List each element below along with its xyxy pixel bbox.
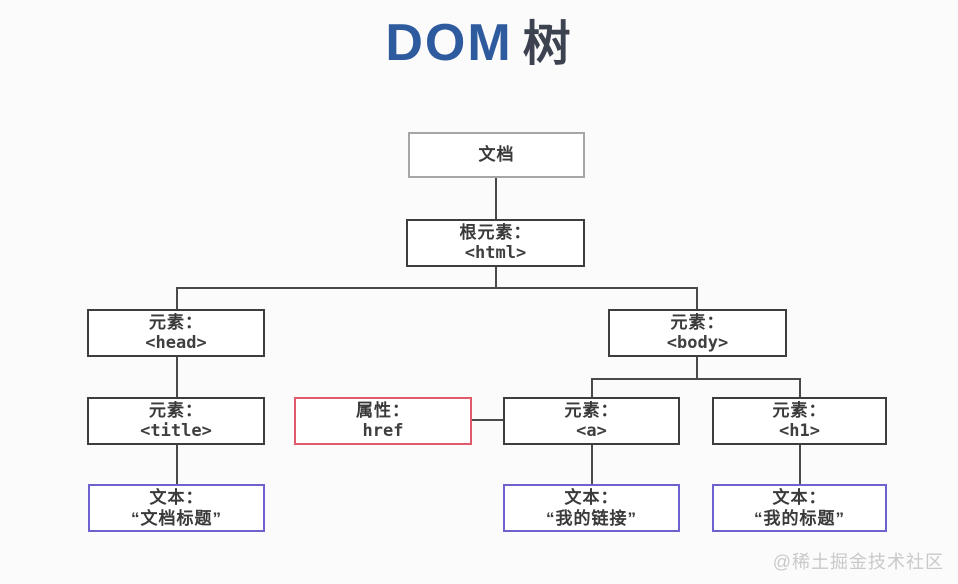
node-a-label: 元素： [564,400,619,420]
connector-to-body [696,287,698,309]
node-text-my-heading: 文本： “我的标题” [712,484,887,532]
connector-html-down [495,267,497,288]
node-text1-label: 文本： [149,487,204,507]
node-text2-value: “我的链接” [546,509,637,528]
node-text2-label: 文本： [564,487,619,507]
node-root-label: 根元素： [459,222,532,242]
node-element-head: 元素： <head> [87,309,265,357]
node-element-a: 元素： <a> [503,397,680,445]
connector-body-split [591,378,801,380]
page-title-cn: 树 [522,18,573,71]
connector-head-title [176,357,178,397]
connector-a-text [591,445,593,484]
connector-h1-text [799,445,801,484]
node-document-label: 文档 [478,145,515,165]
node-h1-tag: <h1> [779,421,820,441]
node-title-tag: <title> [140,421,212,441]
node-a-tag: <a> [576,421,607,441]
page-title-en: DOM [385,14,513,72]
connector-html-split [176,287,697,289]
node-element-title: 元素： <title> [87,397,265,445]
connector-to-head [176,287,178,309]
node-head-tag: <head> [145,333,207,353]
watermark: @稀土掘金技术社区 [772,552,944,572]
connector-href-a [472,419,503,421]
node-body-tag: <body> [666,333,729,353]
node-href-value: href [362,421,404,441]
node-title-label: 元素： [149,400,203,420]
node-h1-label: 元素： [772,400,827,420]
node-element-body: 元素： <body> [608,309,787,357]
node-body-label: 元素： [670,312,725,332]
connector-doc-html [495,178,497,219]
node-attribute-href: 属性： href [294,397,472,445]
node-element-h1: 元素： <h1> [712,397,887,445]
node-text-my-link: 文本： “我的链接” [503,484,680,532]
node-head-label: 元素： [149,312,203,332]
node-root-tag: <html> [464,243,527,263]
node-document: 文档 [408,132,585,178]
node-text3-value: “我的标题” [754,509,845,528]
node-text1-value: “文档标题” [131,509,222,528]
connector-title-text [176,445,178,484]
connector-body-down [696,357,698,379]
connector-to-a [591,378,593,397]
node-text-document-title: 文本： “文档标题” [88,484,265,532]
node-root-element-html: 根元素： <html> [406,219,585,267]
connector-to-h1 [799,378,801,397]
node-href-label: 属性： [356,400,410,420]
node-text3-label: 文本： [772,487,827,507]
